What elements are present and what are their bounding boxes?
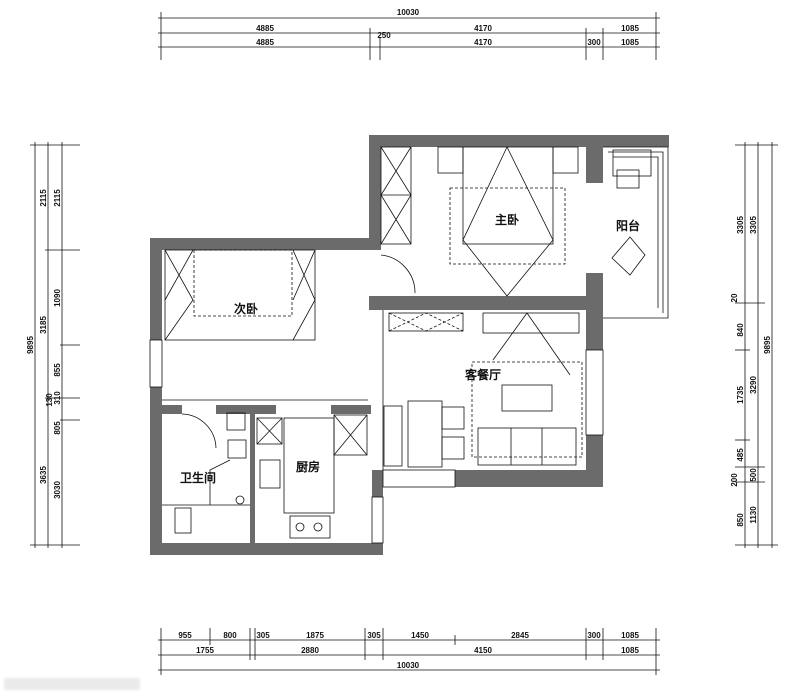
dim-label: 955: [178, 631, 192, 640]
walls: [150, 135, 669, 555]
room-labels: 主卧 次卧 阳台 客餐厅 卫生间 厨房: [180, 212, 640, 485]
dim-label: 300: [587, 631, 601, 640]
dim-label: 250: [377, 31, 391, 40]
dim-label: 2115: [39, 189, 48, 207]
dim-label: 3635: [39, 466, 48, 484]
dim-label: 805: [53, 421, 62, 435]
interior-lines: [162, 146, 652, 539]
dim-label: 1085: [621, 631, 639, 640]
windows: [149, 146, 669, 544]
dim-label: 3305: [749, 216, 758, 234]
room-label-bathroom: 卫生间: [180, 470, 216, 485]
dim-label: 850: [736, 513, 745, 527]
dim-label: 500: [749, 468, 758, 482]
room-label-second-bedroom: 次卧: [234, 301, 258, 316]
dim-label: 305: [256, 631, 270, 640]
dim-label: 2115: [53, 189, 62, 207]
dim-label: 4885: [256, 38, 274, 47]
dim-label: 1090: [53, 289, 62, 307]
dim-left-total: 9895: [26, 336, 35, 354]
dim-label: 305: [367, 631, 381, 640]
dim-label: 1875: [306, 631, 324, 640]
dim-label: 4150: [474, 646, 492, 655]
dim-label: 3030: [53, 481, 62, 499]
dim-top-total: 10030: [397, 8, 420, 17]
dim-label: 1450: [411, 631, 429, 640]
dimension-labels: 10030 4885 4170 1085 4885 250 4170 300 1…: [26, 8, 772, 670]
dim-label: 1130: [749, 506, 758, 524]
dim-label: 4170: [474, 24, 492, 33]
dim-label: 2880: [301, 646, 319, 655]
dim-label: 2845: [511, 631, 529, 640]
room-label-kitchen: 厨房: [296, 459, 320, 474]
watermark: [4, 678, 140, 690]
room-label-master-bedroom: 主卧: [495, 212, 519, 227]
dim-label: 800: [223, 631, 237, 640]
dim-label: 3305: [736, 216, 745, 234]
dim-label: 130: [45, 393, 54, 407]
dim-label: 1085: [621, 646, 639, 655]
dim-label: 485: [736, 448, 745, 462]
dimension-lines: [30, 12, 778, 675]
room-label-balcony: 阳台: [616, 218, 640, 233]
dim-label: 4170: [474, 38, 492, 47]
dim-label: 855: [53, 363, 62, 377]
dim-label: 20: [730, 293, 739, 302]
dim-label: 310: [53, 391, 62, 405]
dim-right-total: 9895: [763, 336, 772, 354]
room-label-living-dining: 客餐厅: [464, 367, 501, 382]
dim-label: 300: [587, 38, 601, 47]
dim-label: 1085: [621, 24, 639, 33]
dim-label: 1755: [196, 646, 214, 655]
dim-label: 3185: [39, 316, 48, 334]
dim-label: 840: [736, 323, 745, 337]
dim-label: 1085: [621, 38, 639, 47]
dim-label: 4885: [256, 24, 274, 33]
dim-bottom-total: 10030: [397, 661, 420, 670]
dim-label: 200: [730, 473, 739, 487]
dim-label: 1735: [736, 386, 745, 404]
dim-label: 3290: [749, 376, 758, 394]
